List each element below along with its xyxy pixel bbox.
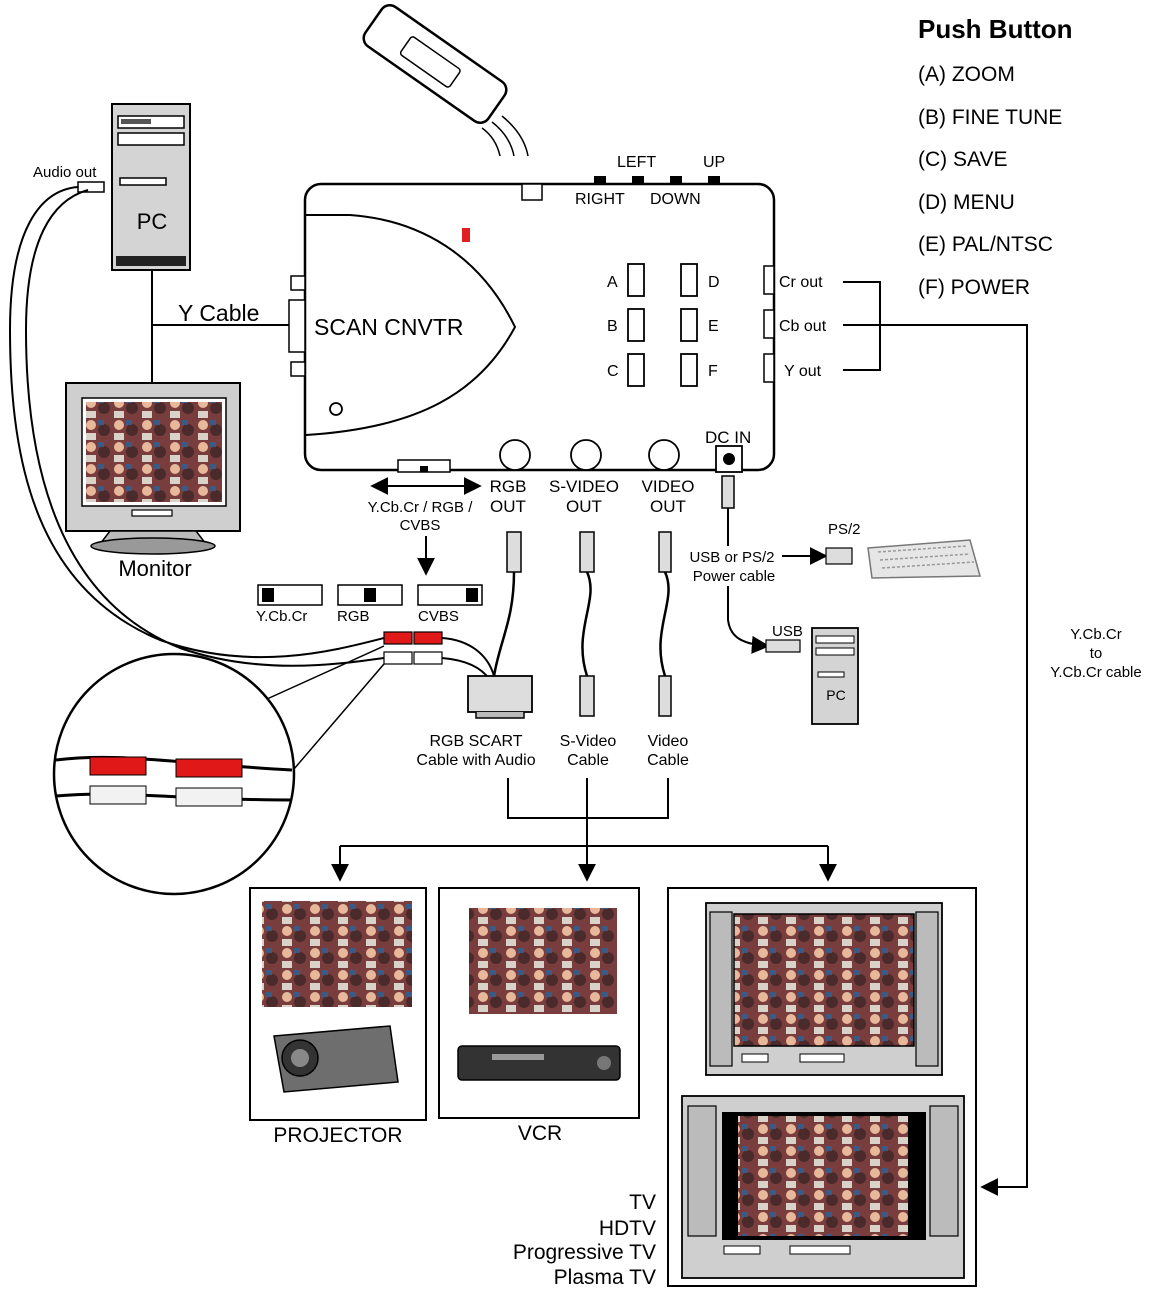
push-buttons xyxy=(627,263,698,387)
nav-right-label: RIGHT xyxy=(575,191,625,208)
monitor-label: Monitor xyxy=(118,556,191,581)
push-button-legend: Push Button (A) ZOOM (B) FINE TUNE (C) S… xyxy=(918,14,1158,318)
video-out-label-1: VIDEO xyxy=(642,477,695,496)
video-cable-icon xyxy=(658,531,672,717)
button-d-label: D xyxy=(708,274,720,291)
rca-plugs-icon xyxy=(383,631,495,681)
bottom-output-ports xyxy=(499,439,743,473)
keyboard-icon xyxy=(867,539,981,579)
rgb-out-label-1: RGB xyxy=(490,477,527,496)
legend-item-menu: (D) MENU xyxy=(918,190,1015,214)
pc-small-icon: PC xyxy=(811,627,859,725)
legend-title: Push Button xyxy=(918,14,1073,44)
tv-type-label-3: Progressive TV xyxy=(513,1241,656,1264)
scart-cable-label-1: RGB SCART xyxy=(429,733,522,750)
y-cable xyxy=(151,270,290,384)
cr-out-label: Cr out xyxy=(779,274,823,291)
converter-label: SCAN CNVTR xyxy=(314,314,464,340)
component-output-ports xyxy=(763,265,1028,1196)
power-cable-icon xyxy=(721,475,853,654)
projector-box xyxy=(249,887,427,1121)
ycbcr-cable-label-2: to xyxy=(1090,645,1103,662)
pc-label: PC xyxy=(137,209,168,234)
legend-item-fine-tune: (B) FINE TUNE xyxy=(918,105,1063,129)
vcr-label: VCR xyxy=(518,1122,562,1145)
y-out-label: Y out xyxy=(784,363,822,380)
audio-cable xyxy=(8,186,385,667)
switch-rgb-label: RGB xyxy=(337,608,370,625)
switch-label-1: Y.Cb.Cr / RGB / xyxy=(368,499,474,516)
output-distribution-lines xyxy=(331,778,837,882)
video-cable-label-1: Video xyxy=(648,733,689,750)
nav-up-label: UP xyxy=(703,154,725,171)
video-cable-label-2: Cable xyxy=(647,752,689,769)
dc-in-label: DC IN xyxy=(705,428,751,447)
legend-item-power: (F) POWER xyxy=(918,275,1030,299)
pc-small-label: PC xyxy=(826,687,845,703)
usb-label: USB xyxy=(772,623,803,640)
switch-ycbcr-label: Y.Cb.Cr xyxy=(256,608,307,625)
nav-button-pads xyxy=(594,176,720,185)
scart-cable-label-2: Cable with Audio xyxy=(416,752,535,769)
tv-type-label-1: TV xyxy=(629,1191,656,1214)
button-f-label: F xyxy=(708,363,718,380)
projector-label: PROJECTOR xyxy=(273,1124,402,1147)
button-e-label: E xyxy=(708,318,719,335)
button-c-label: C xyxy=(607,363,619,380)
nav-left-label: LEFT xyxy=(617,154,656,171)
svideo-cable-label-2: Cable xyxy=(567,752,609,769)
legend-item-pal-ntsc: (E) PAL/NTSC xyxy=(918,233,1053,256)
legend-item-save: (C) SAVE xyxy=(918,148,1008,171)
vcr-box xyxy=(438,887,640,1119)
rgb-out-label-2: OUT xyxy=(490,497,526,516)
tv-box xyxy=(667,887,977,1287)
y-cable-label: Y Cable xyxy=(178,300,259,326)
monitor-icon xyxy=(65,382,241,555)
scan-converter-box xyxy=(288,182,776,473)
svideo-cable-icon xyxy=(579,531,595,717)
ycbcr-cable-label-3: Y.Cb.Cr cable xyxy=(1050,664,1141,681)
button-a-label: A xyxy=(607,274,618,291)
ycbcr-cable-label-1: Y.Cb.Cr xyxy=(1070,626,1121,643)
button-b-label: B xyxy=(607,318,618,335)
svideo-cable-label-1: S-Video xyxy=(560,733,617,750)
svideo-out-label-1: S-VIDEO xyxy=(549,477,619,496)
rca-zoom-detail xyxy=(52,645,385,896)
svideo-out-label-2: OUT xyxy=(566,497,602,516)
ps2-label: PS/2 xyxy=(828,521,861,538)
pc-tower-icon: PC xyxy=(111,103,191,271)
nav-down-label: DOWN xyxy=(650,191,701,208)
tv-type-label-2: HDTV xyxy=(599,1217,656,1240)
legend-item-zoom: (A) ZOOM xyxy=(918,63,1015,86)
switch-positions xyxy=(257,584,483,606)
video-out-label-2: OUT xyxy=(650,497,686,516)
power-cable-label-2: Power cable xyxy=(693,568,776,585)
switch-cvbs-label: CVBS xyxy=(418,608,459,625)
tv-type-label-4: Plasma TV xyxy=(554,1266,656,1289)
cb-out-label: Cb out xyxy=(779,318,827,335)
power-cable-label-1: USB or PS/2 xyxy=(689,549,774,566)
switch-label-2: CVBS xyxy=(400,517,441,534)
remote-control-icon xyxy=(362,3,529,157)
audio-out-label: Audio out xyxy=(33,164,97,181)
scart-cable-icon xyxy=(467,531,533,719)
audio-plug-icon xyxy=(77,181,105,193)
